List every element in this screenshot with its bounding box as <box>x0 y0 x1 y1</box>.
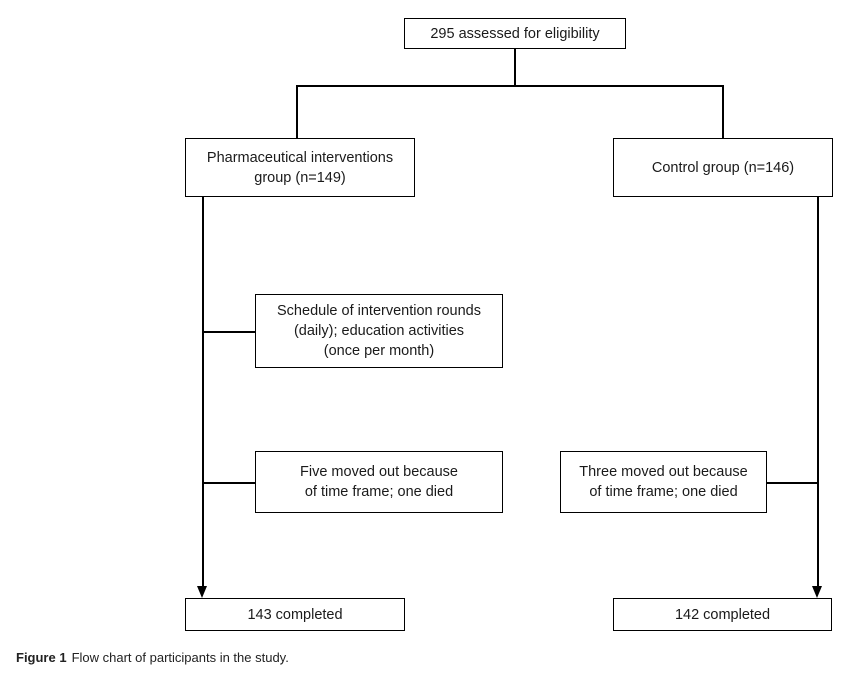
connector-schedule-stub <box>202 331 255 333</box>
node-text: Five moved out because <box>300 464 458 480</box>
figure-caption: Figure 1 Flow chart of participants in th… <box>16 650 289 665</box>
connector-left-dropout-stub <box>202 482 255 484</box>
node-control-group: Control group (n=146) <box>613 138 833 197</box>
figure-caption-label: Figure 1 <box>16 650 67 665</box>
node-text: 143 completed <box>247 606 343 623</box>
node-control-completed: 142 completed <box>613 598 832 631</box>
connector-branch-right-drop <box>722 85 724 138</box>
node-text: 142 completed <box>674 606 771 623</box>
figure-caption-text: Flow chart of participants in the study. <box>71 650 289 665</box>
connector-right-spine <box>817 197 819 587</box>
node-text: (once per month) <box>323 343 435 359</box>
node-pharma-group: Pharmaceutical interventions group (n=14… <box>185 138 415 197</box>
connector-branch-horizontal <box>296 85 724 87</box>
node-schedule: Schedule of intervention rounds (daily);… <box>255 294 503 368</box>
node-text: Control group (n=146) <box>651 159 795 176</box>
node-pharma-completed: 143 completed <box>185 598 405 631</box>
node-assessed-eligibility: 295 assessed for eligibility <box>404 18 626 49</box>
arrowhead-down-left-icon <box>197 586 207 598</box>
node-text: of time frame; one died <box>589 484 738 500</box>
node-text: Pharmaceutical interventions <box>206 149 394 166</box>
node-text: of time frame; one died <box>304 484 454 500</box>
node-text: 295 assessed for eligibility <box>430 25 600 42</box>
connector-right-dropout-stub <box>767 482 817 484</box>
node-pharma-dropout: Five moved out because of time frame; on… <box>255 451 503 513</box>
node-text: (daily); education activities <box>293 323 465 339</box>
connector-left-spine <box>202 197 204 587</box>
arrowhead-down-right-icon <box>812 586 822 598</box>
connector-assessed-stem <box>514 49 516 85</box>
node-control-dropout: Three moved out because of time frame; o… <box>560 451 767 513</box>
node-text: Three moved out because <box>579 464 748 480</box>
connector-branch-left-drop <box>296 85 298 138</box>
node-text: Schedule of intervention rounds <box>277 303 481 319</box>
node-text: group (n=149) <box>254 169 346 186</box>
